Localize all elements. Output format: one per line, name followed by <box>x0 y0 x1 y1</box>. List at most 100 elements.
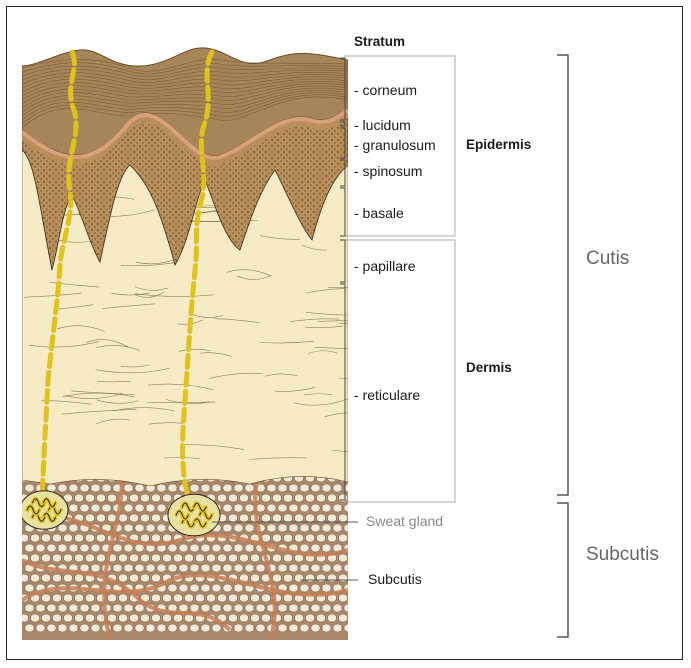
fat-cell <box>201 624 210 632</box>
fat-cell <box>19 574 28 582</box>
fat-cell <box>151 554 160 562</box>
fat-cell <box>69 524 78 532</box>
fat-cell <box>135 604 144 612</box>
fat-cell <box>91 504 100 512</box>
fat-cell <box>135 504 144 512</box>
fat-cell <box>179 604 188 612</box>
fat-cell <box>25 624 34 632</box>
fat-cell <box>228 594 237 602</box>
fat-cell <box>294 494 303 502</box>
fat-cell <box>278 524 287 532</box>
fat-cell <box>327 494 336 502</box>
fat-cell <box>212 624 221 632</box>
fat-cell <box>322 604 331 612</box>
fat-cell <box>234 604 243 612</box>
fat-cell <box>267 504 276 512</box>
fat-cell <box>52 534 61 542</box>
fat-cell <box>289 524 298 532</box>
fat-cell <box>338 594 347 602</box>
fat-cell <box>162 494 171 502</box>
fat-cell <box>278 564 287 572</box>
fat-cell <box>234 484 243 492</box>
fat-cell <box>322 544 331 552</box>
fat-cell <box>344 604 353 612</box>
fat-cell <box>283 614 292 622</box>
fat-cell <box>118 614 127 622</box>
fat-cell <box>157 564 166 572</box>
fat-cell <box>135 624 144 632</box>
fat-cell <box>151 514 160 522</box>
fat-cell <box>316 614 325 622</box>
fat-cell <box>278 504 287 512</box>
fat-cell <box>118 594 127 602</box>
fat-cell <box>113 564 122 572</box>
fat-cell <box>245 484 254 492</box>
fat-cell <box>223 524 232 532</box>
fat-cell <box>333 604 342 612</box>
fat-cell <box>294 614 303 622</box>
fat-cell <box>74 494 83 502</box>
fat-cell <box>52 594 61 602</box>
fat-cell <box>91 544 100 552</box>
fat-cell <box>195 554 204 562</box>
fat-cell <box>69 624 78 632</box>
fat-cell <box>179 624 188 632</box>
fat-cell <box>30 534 39 542</box>
fat-cell <box>289 484 298 492</box>
fat-cell <box>305 494 314 502</box>
fat-cell <box>85 534 94 542</box>
fat-cell <box>311 564 320 572</box>
fat-cell <box>58 484 67 492</box>
fat-cell <box>201 584 210 592</box>
fat-cell <box>19 534 28 542</box>
fat-cell <box>333 524 342 532</box>
fat-cell <box>80 624 89 632</box>
fat-cell <box>91 564 100 572</box>
fat-cell <box>151 574 160 582</box>
fat-cell <box>135 524 144 532</box>
epidermis-label: Epidermis <box>466 137 531 152</box>
fat-cell <box>278 484 287 492</box>
fat-cell <box>272 534 281 542</box>
fat-cell <box>74 534 83 542</box>
fat-cell <box>239 494 248 502</box>
fat-cell <box>173 554 182 562</box>
fat-cell <box>311 484 320 492</box>
fat-cell <box>135 564 144 572</box>
fat-cell <box>190 624 199 632</box>
fat-cell <box>245 624 254 632</box>
fat-cell <box>212 564 221 572</box>
fat-cell <box>190 584 199 592</box>
fat-cell <box>300 584 309 592</box>
fat-cell <box>146 524 155 532</box>
fat-cell <box>151 534 160 542</box>
dermis-label: Dermis <box>466 360 512 375</box>
fat-cell <box>283 594 292 602</box>
fat-cell <box>80 604 89 612</box>
fat-cell <box>102 484 111 492</box>
stratum-heading: Stratum <box>354 34 405 49</box>
fat-cell <box>223 504 232 512</box>
fat-cell <box>58 624 67 632</box>
fat-cell <box>85 514 94 522</box>
fat-cell <box>58 604 67 612</box>
fat-cell <box>124 624 133 632</box>
fat-cell <box>74 574 83 582</box>
fat-cell <box>311 624 320 632</box>
fat-cell <box>36 544 45 552</box>
fat-cell <box>305 574 314 582</box>
fat-cell <box>234 584 243 592</box>
fat-cell <box>179 584 188 592</box>
fat-cell <box>96 494 105 502</box>
fat-cell <box>217 554 226 562</box>
fat-cell <box>25 544 34 552</box>
fat-cell <box>250 554 259 562</box>
fat-cell <box>228 514 237 522</box>
fat-cell <box>151 594 160 602</box>
fat-cell <box>107 594 116 602</box>
label-papillare: - papillare <box>354 258 415 274</box>
fat-cell <box>69 484 78 492</box>
fat-cell <box>69 504 78 512</box>
fat-cell <box>239 614 248 622</box>
fat-cell <box>338 554 347 562</box>
